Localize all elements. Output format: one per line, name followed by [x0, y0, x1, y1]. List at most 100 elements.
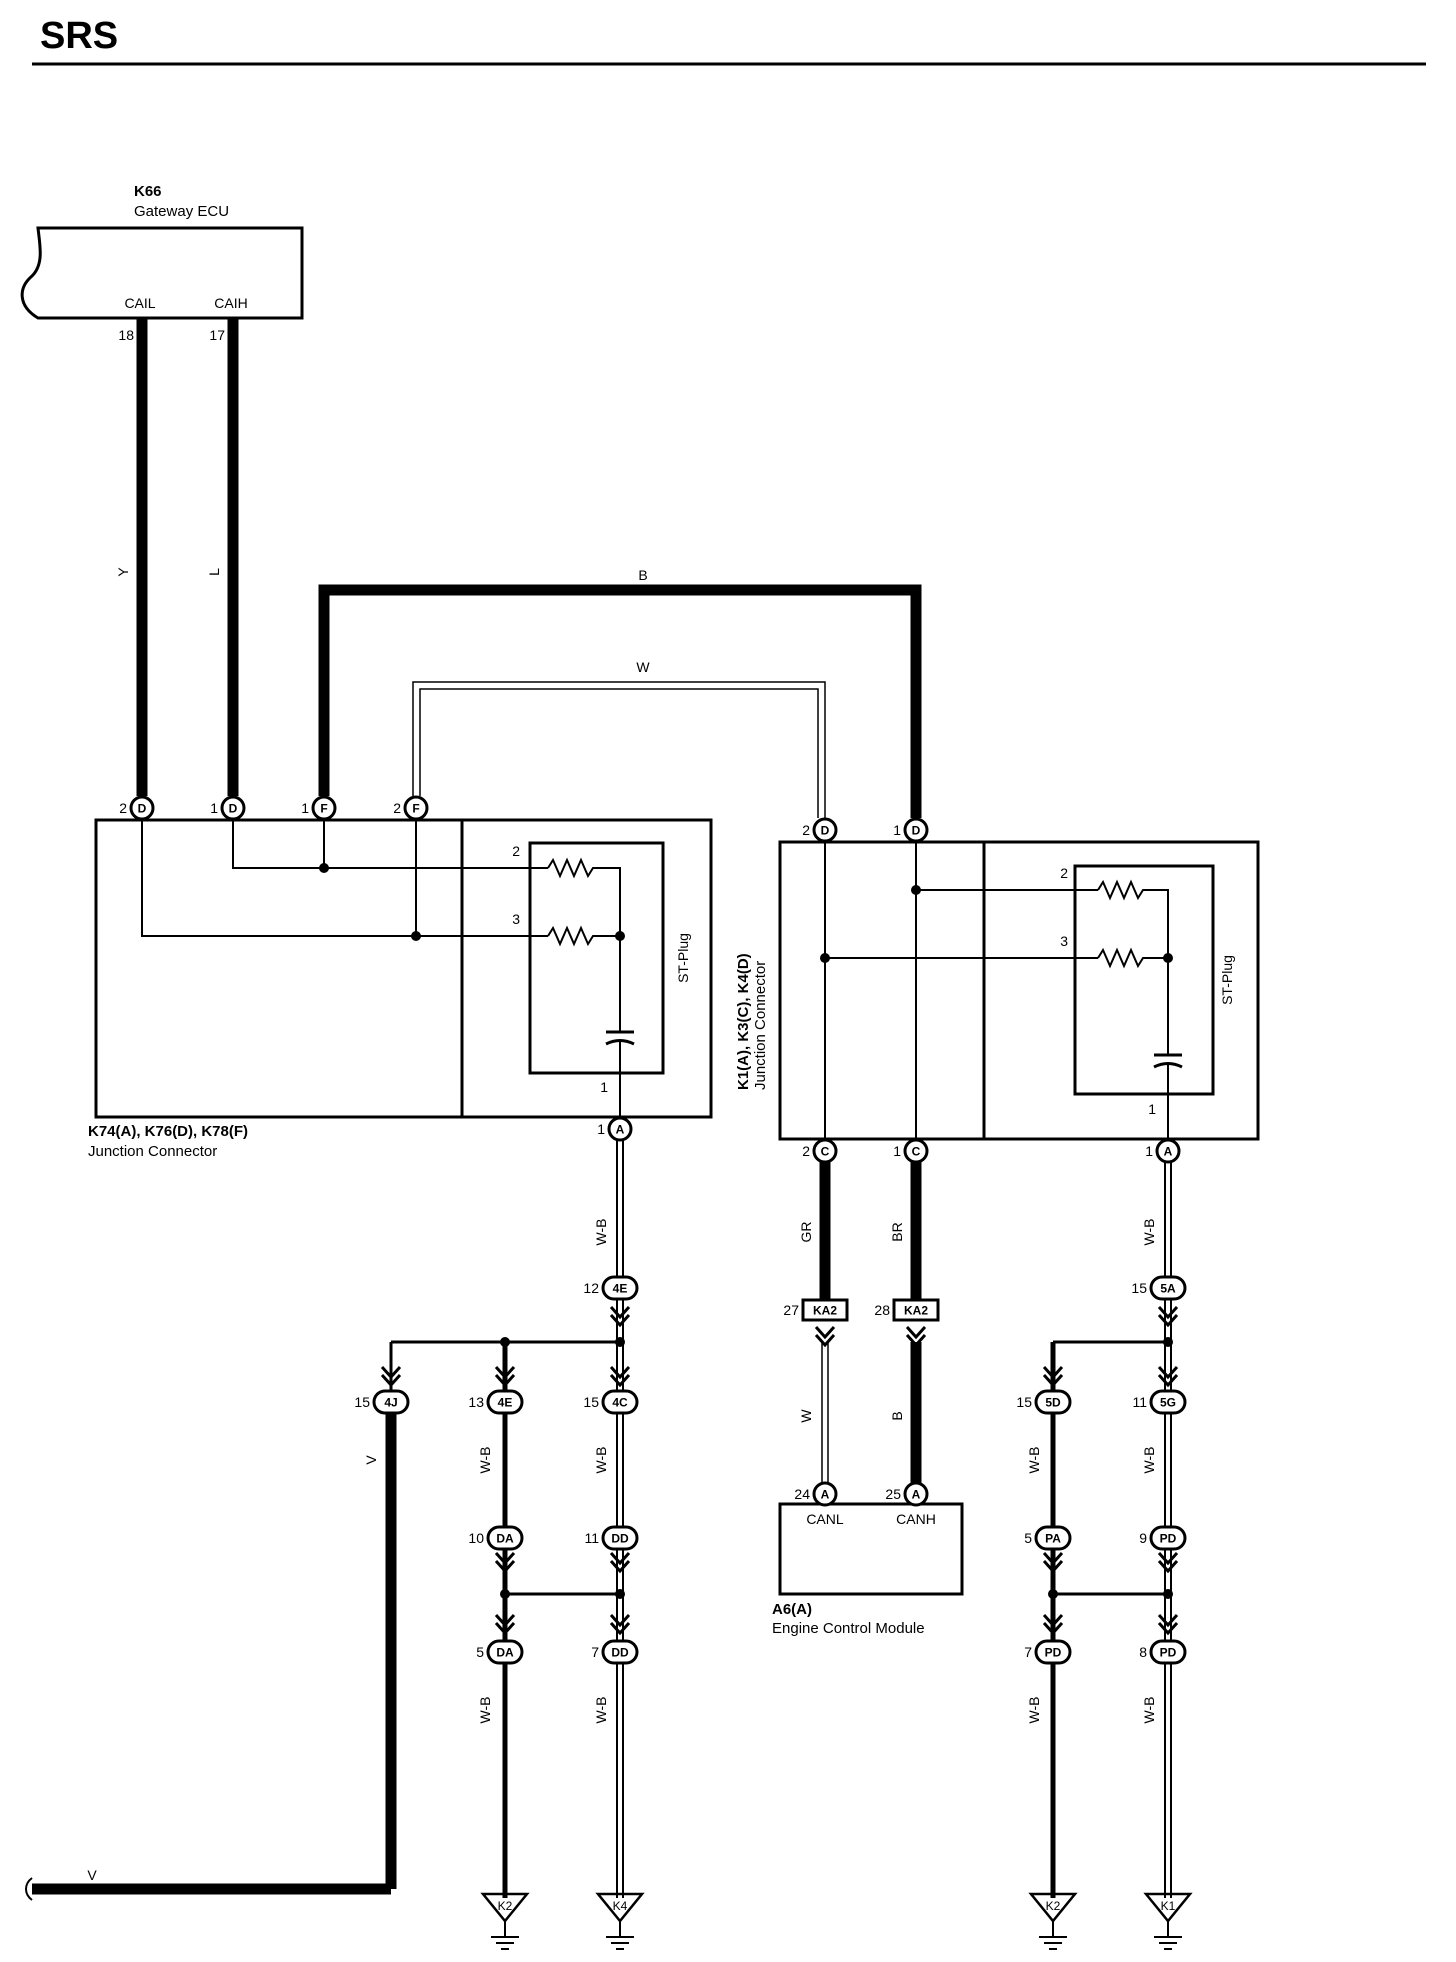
connector-code: DA [496, 1646, 514, 1660]
connector-code: DD [611, 1532, 629, 1546]
pin-caih-label: CAIH [214, 295, 247, 311]
wire-label-wb-4: W-B [477, 1697, 493, 1724]
connector-code: KA2 [904, 1304, 928, 1318]
jc-right-pin2: 2 [1060, 865, 1068, 881]
wire-label-v-vert: V [363, 1455, 379, 1465]
junction-connector-left: ST-Plug K74(A), K76(D), K78(F) Junction … [88, 818, 713, 1160]
connector-code: 4C [612, 1396, 628, 1410]
connector-code: A [616, 1123, 625, 1137]
wire-label-wb-8: W-B [1141, 1447, 1157, 1474]
jc-right-pin1: 1 [1148, 1101, 1156, 1117]
connector-pd-pin-9: PD9 [1139, 1525, 1187, 1551]
can-harness: GR BR W B [798, 1139, 927, 1484]
connector-code: 5G [1160, 1396, 1176, 1410]
connector-code: KA2 [813, 1304, 837, 1318]
left-ground-harness: W-B V W-B W-B W-B W-B V [25, 1117, 631, 1901]
connector-c-pin-1: C1 [893, 1138, 929, 1164]
ground-label-k1: K1 [1161, 1899, 1176, 1913]
jc-left-pin3: 3 [512, 911, 520, 927]
wire-label-b-2: B [889, 1411, 905, 1420]
pin-number: 1 [301, 800, 309, 816]
connector-f-pin-2: F2 [393, 795, 429, 821]
connector-code: 4E [498, 1396, 513, 1410]
connector-d-pin-2: D2 [119, 795, 155, 821]
resistor-right-1 [1097, 879, 1169, 958]
wire-label-b: B [638, 567, 647, 583]
pin-number: 2 [393, 800, 401, 816]
connector-dd-pin-7: DD7 [591, 1639, 639, 1665]
ground-k2-left: K2 [481, 1892, 529, 1951]
connector-d-pin-1: D1 [893, 817, 929, 843]
wire-w-top-a [412, 681, 826, 818]
pin-number: 8 [1139, 1644, 1147, 1660]
connector-code: D [912, 824, 921, 838]
gateway-ecu: K66 Gateway ECU CAIL CAIH 18 17 [20, 183, 304, 343]
wire-label-wb-10: W-B [1141, 1697, 1157, 1724]
jc-right-pin3: 3 [1060, 933, 1068, 949]
ground-k1: K1 [1144, 1892, 1192, 1951]
pin-number: 7 [1024, 1644, 1032, 1660]
wire-label-wb-9: W-B [1026, 1697, 1042, 1724]
jc-left-pin2: 2 [512, 843, 520, 859]
resistor-left-2 [547, 925, 620, 947]
wire-label-wb-1: W-B [593, 1219, 609, 1246]
pin-number: 15 [354, 1394, 370, 1410]
pin-number: 15 [1131, 1280, 1147, 1296]
wire-label-wb-6: W-B [1141, 1219, 1157, 1246]
connector-code: F [320, 802, 327, 816]
jc-left-codes: K74(A), K76(D), K78(F) [88, 1123, 248, 1140]
wire-b-top [318, 584, 922, 818]
pin-number: 1 [210, 800, 218, 816]
wire-label-w: W [636, 659, 650, 675]
resistor-left-1 [547, 857, 621, 936]
connector-da-pin-5: DA5 [476, 1639, 524, 1665]
connector-da-pin-10: DA 10 [468, 1525, 524, 1551]
connector-code: PD [1160, 1646, 1177, 1660]
pin-number: 15 [583, 1394, 599, 1410]
ground-k2-right: K2 [1029, 1892, 1077, 1951]
connector-d-pin-1: D1 [210, 795, 246, 821]
pin-number: 24 [794, 1486, 810, 1502]
wire-label-gr: GR [798, 1222, 814, 1243]
connector-code: PD [1160, 1532, 1177, 1546]
wire-label-wb-2: W-B [477, 1447, 493, 1474]
connector-4c-pin-15: 4C 15 [583, 1389, 639, 1415]
pin-number: 2 [119, 800, 127, 816]
pin-number: 10 [468, 1530, 484, 1546]
jc-left-pin1: 1 [600, 1079, 608, 1095]
page-title: SRS [40, 15, 118, 57]
connector-code: A [1164, 1145, 1173, 1159]
connector-code: DA [496, 1532, 514, 1546]
pin-18-label: 18 [118, 327, 134, 343]
connector-a-pin-1: A1 [597, 1116, 633, 1142]
pin-number: 13 [468, 1394, 484, 1410]
st-plug-left [528, 841, 665, 1075]
connector-code: F [412, 802, 419, 816]
ground-label-k2-right: K2 [1046, 1899, 1061, 1913]
connector-5a-pin-15: 5A 15 [1131, 1275, 1187, 1301]
wire-w-top-b [419, 688, 819, 818]
connector-code: D [138, 802, 147, 816]
connector-code: D [821, 824, 830, 838]
connector-pd-pin-8: PD 8 [1139, 1639, 1187, 1665]
connector-code: A [912, 1488, 921, 1502]
connector-a-pin-1: A1 [1145, 1138, 1181, 1164]
st-plug-right-label: ST-Plug [1219, 955, 1235, 1005]
connector-code: 4E [613, 1282, 628, 1296]
engine-control-module: CANL CANH A6(A) Engine Control Module [772, 1502, 964, 1637]
wire-label-y: Y [115, 567, 131, 577]
pin-number: 1 [893, 822, 901, 838]
ecm-pin-canh: CANH [896, 1511, 936, 1527]
wire-label-l: L [206, 568, 222, 576]
connector-code: A [821, 1488, 830, 1502]
pin-number: 11 [584, 1530, 599, 1546]
ground-k4: K4 [596, 1892, 644, 1951]
pin-number: 7 [591, 1644, 599, 1660]
connector-code: 5A [1160, 1282, 1176, 1296]
pin-17-label: 17 [209, 327, 225, 343]
